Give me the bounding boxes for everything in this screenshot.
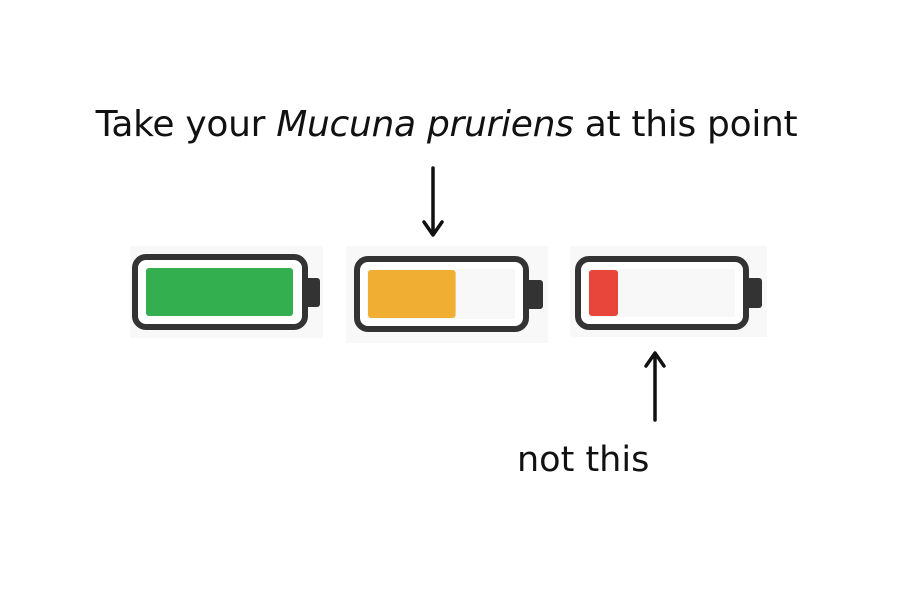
- up-arrow: [644, 351, 666, 422]
- battery-medium: [346, 246, 548, 343]
- battery-inner: [588, 269, 735, 317]
- battery-charge-fill: [589, 270, 618, 316]
- down-arrow: [422, 166, 444, 237]
- headline-prefix: Take your: [95, 104, 277, 145]
- headline: Take your Mucuna pruriens at this point: [0, 104, 893, 145]
- battery-charge-fill: [368, 270, 456, 318]
- not-this-label: not this: [517, 440, 650, 480]
- headline-suffix: at this point: [573, 104, 798, 145]
- headline-emphasis: Mucuna pruriens: [276, 104, 574, 145]
- battery-full: [130, 246, 323, 338]
- battery-low: [570, 246, 767, 337]
- battery-charge-fill: [146, 268, 293, 316]
